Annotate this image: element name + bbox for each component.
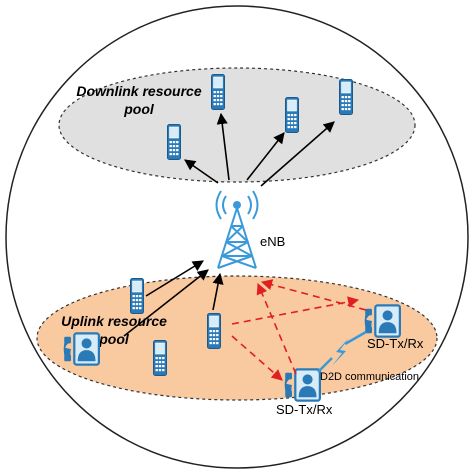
downlink-pool-label-line2: pool [123,101,155,117]
enb-label: eNB [260,234,285,249]
sd-txrx-right-label: SD-Tx/Rx [367,336,424,351]
sd-txrx-right-device-icon [363,304,401,338]
downlink-handset-icon [167,124,181,160]
uplink-handset-icon [207,313,221,349]
downlink-handset-icon [339,79,353,115]
downlink-handset-icon [285,97,299,133]
uplink-arrow [145,260,204,297]
downlink-arrows [184,112,335,187]
downlink-arrow [216,112,230,181]
lightning-link-icon [317,330,367,373]
downlink-pool-label-line1: Downlink resource [76,83,201,99]
downlink-arrow [246,132,285,181]
uplink-pool-label-line2: pool [98,331,130,347]
d2d-interference-arrows [231,279,367,381]
d2d-arrow [256,282,297,375]
sd-txrx-bottom-label: SD-Tx/Rx [276,402,333,417]
uplink-arrows [123,260,224,337]
d2d-arrow [231,296,360,325]
downlink-arrow [260,121,335,187]
uplink-arrow [123,269,209,337]
uplink-user-device-icon [62,332,100,366]
uplink-arrow [212,272,224,311]
uplink-handset-icon [153,340,167,376]
downlink-handset-icon [211,74,225,110]
downlink-resource-pool [58,67,416,183]
enb-tower-icon [215,190,259,269]
uplink-handset-icon [130,278,144,314]
d2d-communication-label: D2D communication [320,371,419,383]
downlink-arrow [184,159,219,184]
sd-txrx-bottom-device-icon [283,368,321,402]
uplink-pool-label-line1: Uplink resource [61,313,167,329]
